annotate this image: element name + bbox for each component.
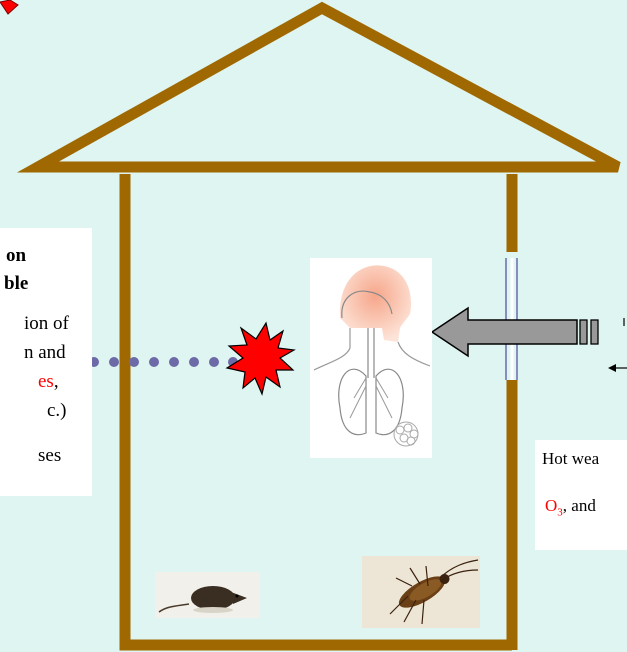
respiratory-system-illustration (310, 258, 432, 458)
effects-heading-line1: on (6, 244, 26, 268)
hot-weather-line3-rest: , and (563, 496, 596, 515)
corner-arrow-icon (0, 0, 18, 14)
starburst-icon (227, 323, 294, 394)
hot-weather-line1: Hot wea (542, 448, 599, 469)
small-arrow-icon (608, 318, 627, 372)
ozone-symbol: O (545, 496, 557, 515)
effects-heading-line2: ble (4, 272, 28, 296)
effects-line4: c.) (47, 399, 67, 423)
effects-line2: n and (24, 341, 66, 365)
human-figure-icon (310, 258, 432, 458)
effects-line3-rest: , (54, 371, 59, 392)
effects-line3-red: es (38, 371, 54, 392)
hot-weather-text-box: Hot wea O3, and (535, 440, 627, 550)
shrew-icon (155, 572, 260, 618)
effects-text-box: on ble ion of n and es, c.) ses (0, 228, 92, 496)
effects-line1: ion of (24, 312, 69, 336)
house-roof (38, 8, 618, 167)
cockroach-icon (362, 556, 480, 628)
hot-weather-line3: O3, and (545, 495, 596, 520)
window (506, 258, 517, 380)
dotted-connector (89, 357, 238, 367)
cockroach-photo (362, 556, 480, 628)
effects-line5: ses (38, 444, 61, 468)
inflow-arrow (432, 308, 598, 356)
effects-line3: es, (38, 370, 59, 394)
shrew-photo (155, 572, 260, 618)
